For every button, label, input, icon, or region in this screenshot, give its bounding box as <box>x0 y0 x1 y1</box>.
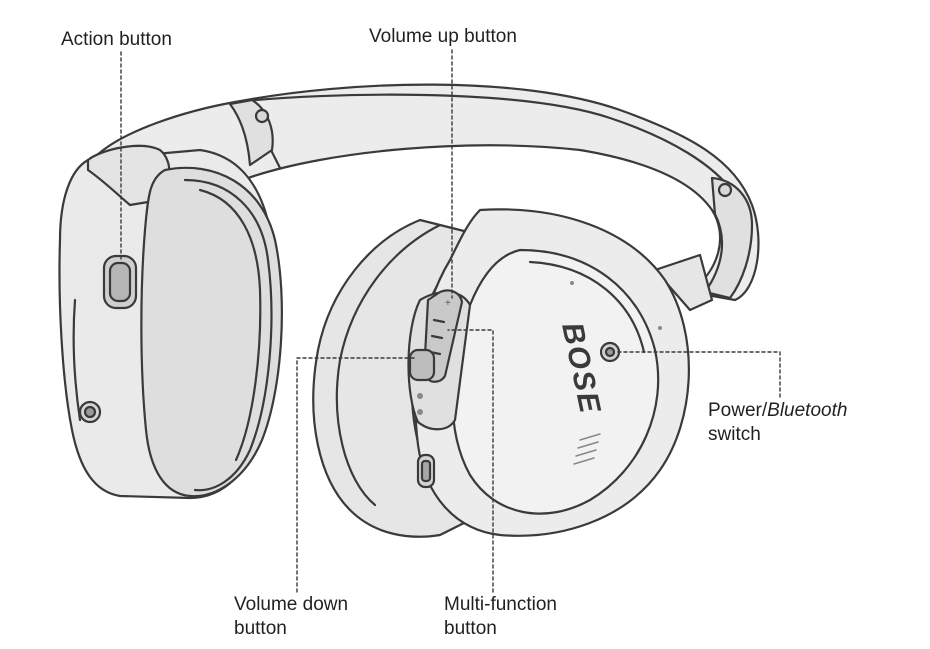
label-action-button: Action button <box>61 28 172 52</box>
label-volume-down-line2: button <box>234 618 287 639</box>
leader-lines <box>120 49 781 593</box>
leader-volume-down <box>296 357 415 593</box>
label-volume-up-text: Volume up button <box>369 26 517 47</box>
label-volume-down-line1: Volume down <box>234 594 349 615</box>
left-earcup <box>58 144 283 500</box>
label-multi-function-line1: Multi-function <box>444 594 557 615</box>
right-earcup: + – <box>312 208 690 538</box>
label-volume-up-button: Volume up button <box>369 25 517 49</box>
label-switch-text: switch <box>708 424 761 445</box>
label-power-bluetooth-switch: Power/Bluetooth switch <box>708 399 847 447</box>
headband <box>90 83 760 312</box>
leader-power <box>617 351 781 399</box>
label-volume-down-button: Volume down button <box>234 593 348 641</box>
label-power-text: Power/ <box>708 400 768 421</box>
svg-text:+: + <box>445 298 451 309</box>
label-multi-function-button: Multi-function button <box>444 593 557 641</box>
label-action-text: Action button <box>61 29 172 50</box>
label-bluetooth-text: Bluetooth <box>767 400 848 421</box>
leader-multi-function <box>447 329 494 593</box>
label-multi-function-line2: button <box>444 618 497 639</box>
